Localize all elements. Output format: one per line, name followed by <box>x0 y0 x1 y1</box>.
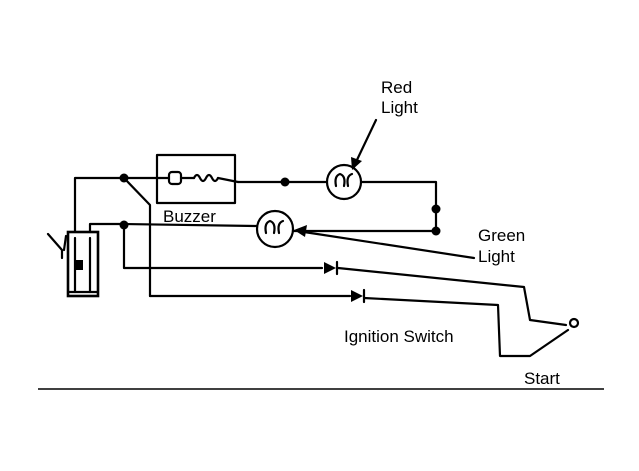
red-light-label-line2: Light <box>381 98 418 117</box>
buzzer-label: Buzzer <box>163 207 216 226</box>
buzzer-icon <box>155 153 240 205</box>
green-light-label-line1: Green <box>478 226 525 245</box>
green-light-lamp-icon <box>255 209 295 249</box>
wires <box>73 176 570 358</box>
start-label: Start <box>524 369 560 388</box>
diode-upper-icon <box>324 260 339 276</box>
ignition-switch-label: Ignition Switch <box>344 327 454 346</box>
red-light-arrow <box>351 118 378 170</box>
junction-dots <box>119 173 441 236</box>
red-light-label-line1: Red <box>381 78 412 97</box>
connector-icon <box>46 230 100 298</box>
ignition-switch-icon <box>568 317 580 329</box>
red-light-lamp-icon <box>325 163 363 201</box>
green-light-label-line2: Light <box>478 247 515 266</box>
green-light-arrow <box>294 225 476 260</box>
diode-lower-icon <box>351 288 366 304</box>
